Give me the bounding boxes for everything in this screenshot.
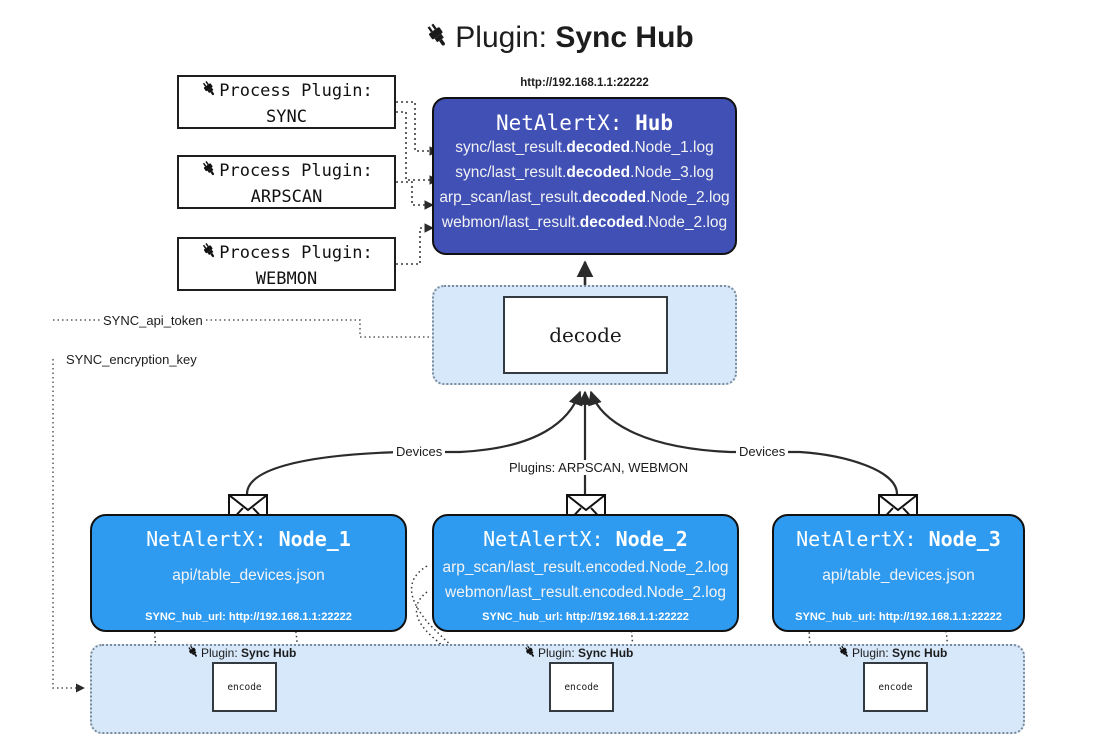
node2-line: webmon/last_result.encoded.Node_2.log [445,584,726,601]
hub-log-line: sync/last_result.decoded.Node_1.log [434,135,735,160]
hub-log-line: sync/last_result.decoded.Node_3.log [434,160,735,185]
encoder2-plugin-label: Plugin: Sync Hub [523,645,633,662]
node3-line: api/table_devices.json [822,567,975,584]
process-plugin-arpscan-line1: Process Plugin: [179,159,394,185]
encoder2-label-name: Sync Hub [578,646,634,660]
process-plugin-webmon-line1: Process Plugin: [179,241,394,267]
process-plugin-arpscan-text: Process Plugin: [219,161,373,181]
hub-log-2-mid: decoded [582,189,647,206]
hub-log-3-mid: decoded [579,214,644,231]
node1-hub-url: SYNC_hub_url: http://192.168.1.1:22222 [92,611,405,623]
page-title-name: Sync Hub [555,21,694,54]
encoder3-label-prefix: Plugin: [852,646,893,660]
plug-icon [200,242,218,267]
plug-icon [200,80,218,105]
plug-icon [523,645,537,662]
encode-box-2[interactable]: encode [549,662,614,712]
node-box-node3[interactable]: NetAlertX: Node_3 api/table_devices.json… [772,514,1025,632]
encoder1-label-prefix: Plugin: [201,646,242,660]
process-plugin-arpscan-name: ARPSCAN [250,187,323,207]
hub-log-0-post: .Node_1.log [630,139,714,156]
process-plugin-sync-box[interactable]: Process Plugin: SYNC [177,75,396,129]
hub-log-line: arp_scan/last_result.decoded.Node_2.log [434,185,735,210]
node3-hub-url-key: SYNC_hub_url: [795,611,879,623]
encode-box-1[interactable]: encode [212,662,277,712]
node1-title-name: Node_1 [278,527,351,551]
node2-title-name: Node_2 [615,527,688,551]
hub-log-3-post: .Node_2.log [643,214,728,231]
hub-box[interactable]: NetAlertX: Hub sync/last_result.decoded.… [432,97,737,255]
process-plugin-sync-line1: Process Plugin: [179,79,394,105]
node3-title-prefix: NetAlertX: [796,527,929,551]
edge-arpscan-to-hub-line3 [396,181,434,210]
hub-log-1-post: .Node_3.log [630,164,714,181]
label-devices-right: Devices [736,444,789,459]
node2-line: arp_scan/last_result.encoded.Node_2.log [442,559,729,576]
edge-node1-to-decode [245,390,583,495]
label-plugins-middle: Plugins: ARPSCAN, WEBMON [506,460,692,475]
node2-hub-url-key: SYNC_hub_url: [482,611,566,623]
node1-title: NetAlertX: Node_1 [92,527,405,551]
edge-sync-to-hub-line2 [396,111,439,185]
plug-icon [200,160,218,185]
node-box-node2[interactable]: NetAlertX: Node_2 arp_scan/last_result.e… [432,514,739,632]
hub-url-label: http://192.168.1.1:22222 [520,77,649,89]
node2-hub-url-value: http://192.168.1.1:22222 [565,611,689,623]
hub-log-2-pre: arp_scan/last_result. [439,189,583,206]
hub-log-2-post: .Node_2.log [646,189,730,206]
node3-hub-url-value: http://192.168.1.1:22222 [878,611,1002,623]
node1-hub-url-value: http://192.168.1.1:22222 [228,611,352,623]
page-title-prefix: Plugin: [455,21,556,54]
encoder1-plugin-label: Plugin: Sync Hub [186,645,296,662]
node3-hub-url: SYNC_hub_url: http://192.168.1.1:22222 [774,611,1023,623]
hub-log-3-pre: webmon/last_result. [441,214,580,231]
plug-icon [423,21,451,61]
edge-node3-to-decode [588,390,899,495]
node3-title-name: Node_3 [928,527,1001,551]
hub-log-line: webmon/last_result.decoded.Node_2.log [434,210,735,235]
process-plugin-webmon-name: WEBMON [255,269,318,289]
node2-hub-url: SYNC_hub_url: http://192.168.1.1:22222 [434,611,737,623]
decode-box[interactable]: decode [503,296,668,374]
label-sync-encryption-key: SYNC_encryption_key [63,352,200,367]
encoder2-label-prefix: Plugin: [538,646,579,660]
node2-title: NetAlertX: Node_2 [434,527,737,551]
process-plugin-webmon-box[interactable]: Process Plugin: WEBMON [177,237,396,291]
hub-log-1-mid: decoded [566,164,631,181]
encoder1-label-name: Sync Hub [241,646,297,660]
label-sync-api-token: SYNC_api_token [100,313,206,328]
plug-icon [186,645,200,662]
encode-box-3[interactable]: encode [863,662,928,712]
hub-log-0-pre: sync/last_result. [455,139,567,156]
plug-icon [837,645,851,662]
node2-title-prefix: NetAlertX: [483,527,616,551]
node1-line: api/table_devices.json [172,567,325,584]
encoder3-plugin-label: Plugin: Sync Hub [837,645,947,662]
hub-log-0-mid: decoded [566,139,631,156]
process-plugin-arpscan-box[interactable]: Process Plugin: ARPSCAN [177,155,396,209]
encoder3-label-name: Sync Hub [892,646,948,660]
process-plugin-sync-name: SYNC [266,107,307,127]
label-devices-left: Devices [393,444,446,459]
process-plugin-webmon-text: Process Plugin: [219,243,373,263]
node-box-node1[interactable]: NetAlertX: Node_1 api/table_devices.json… [90,514,407,632]
edge-api-token-to-decode [53,319,498,342]
hub-title-name: Hub [635,111,673,135]
node1-hub-url-key: SYNC_hub_url: [145,611,229,623]
process-plugin-sync-text: Process Plugin: [219,81,373,101]
edge-webmon-to-hub-line4 [396,223,434,265]
edge-encryption-key-to-encoders [52,359,85,693]
hub-title-prefix: NetAlertX: [495,111,636,135]
hub-log-1-pre: sync/last_result. [455,164,567,181]
node3-title: NetAlertX: Node_3 [774,527,1023,551]
hub-title: NetAlertX: Hub [434,111,735,135]
page-title: Plugin: Sync Hub [0,18,1117,61]
node1-title-prefix: NetAlertX: [146,527,279,551]
